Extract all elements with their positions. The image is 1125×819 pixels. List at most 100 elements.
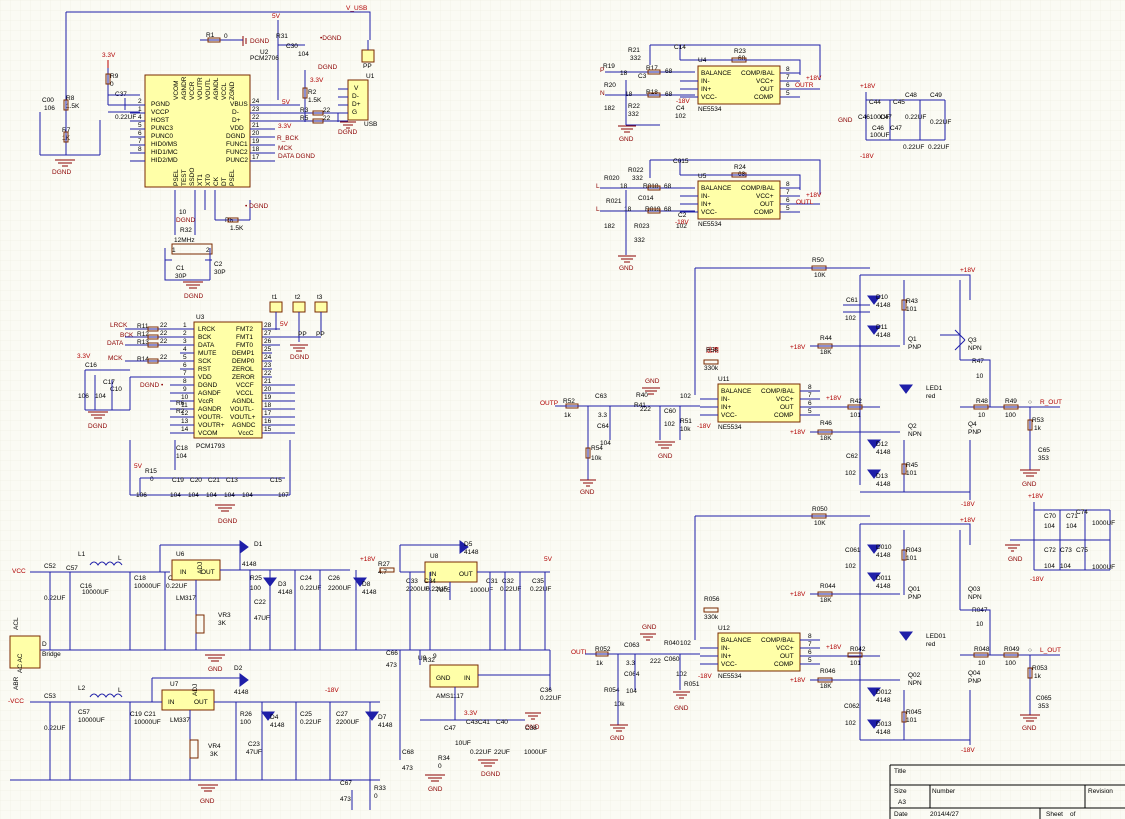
svg-text:3K: 3K bbox=[210, 751, 219, 758]
svg-text:C060: C060 bbox=[664, 656, 680, 663]
svg-text:D13: D13 bbox=[876, 473, 888, 480]
svg-text:D8: D8 bbox=[362, 581, 371, 588]
svg-text:1k: 1k bbox=[1034, 425, 1042, 432]
svg-text:VCC+: VCC+ bbox=[776, 396, 794, 403]
svg-text:C49: C49 bbox=[930, 92, 942, 99]
u2-right-pins: VBUS D- D+ VDD DGND FUNC1 FUNC2 PUNC2 bbox=[226, 101, 248, 164]
u9-chip bbox=[429, 664, 479, 688]
svg-text:R42: R42 bbox=[850, 398, 862, 405]
svg-text:104: 104 bbox=[242, 492, 253, 499]
svg-text:SCK: SCK bbox=[198, 358, 212, 365]
svg-text:C70: C70 bbox=[1044, 513, 1056, 520]
svg-text:104: 104 bbox=[1066, 523, 1077, 530]
u2-top-pins: VCOM AGNDR VCCR VOUTR VOUTL AGNDL VCCL Z… bbox=[173, 76, 236, 100]
u5-chip bbox=[697, 180, 781, 220]
svg-text:7: 7 bbox=[138, 138, 142, 145]
svg-text:Q1: Q1 bbox=[908, 336, 917, 343]
svg-text:BALANCE: BALANCE bbox=[701, 70, 732, 77]
svg-text:C74: C74 bbox=[1076, 509, 1088, 516]
svg-text:2200UF: 2200UF bbox=[406, 586, 429, 593]
svg-text:1: 1 bbox=[183, 322, 187, 329]
svg-text:C72: C72 bbox=[1044, 547, 1056, 554]
minus-vcc-label: -VCC bbox=[8, 698, 24, 705]
svg-text:V: V bbox=[354, 85, 359, 92]
svg-text:AC AC: AC AC bbox=[17, 653, 24, 673]
svg-text:GND: GND bbox=[838, 117, 853, 124]
u4-chip bbox=[697, 65, 781, 105]
svg-text:PSEL: PSEL bbox=[173, 169, 180, 186]
svg-text:C44: C44 bbox=[869, 99, 881, 106]
svg-text:C19: C19 bbox=[130, 711, 142, 718]
svg-text:DT: DT bbox=[221, 177, 228, 186]
svg-text:D011: D011 bbox=[876, 575, 891, 582]
svg-text:GND: GND bbox=[200, 798, 215, 805]
svg-text:ADJ: ADJ bbox=[192, 684, 199, 696]
title-block: Title Size A3 Number Revision Date 2014/… bbox=[889, 764, 1125, 819]
u5-ref: U5 bbox=[698, 173, 707, 180]
svg-text:7: 7 bbox=[786, 74, 790, 81]
svg-text:68: 68 bbox=[665, 68, 673, 75]
svg-text:22: 22 bbox=[252, 114, 260, 121]
svg-text:LRCK: LRCK bbox=[110, 322, 128, 329]
svg-text:AGNDC: AGNDC bbox=[232, 422, 256, 429]
svg-text:VDD: VDD bbox=[198, 374, 212, 381]
svg-text:-18V: -18V bbox=[325, 687, 339, 694]
svg-text:0.22UF: 0.22UF bbox=[166, 583, 187, 590]
svg-text:+18V: +18V bbox=[790, 677, 806, 684]
svg-text:18K: 18K bbox=[820, 349, 832, 356]
svg-text:C30: C30 bbox=[286, 43, 298, 50]
svg-text:+18V: +18V bbox=[826, 395, 842, 402]
svg-text:R32: R32 bbox=[423, 657, 435, 664]
u4-ref: U4 bbox=[698, 57, 707, 64]
svg-text:102: 102 bbox=[676, 223, 687, 230]
svg-text:C71: C71 bbox=[1066, 513, 1078, 520]
svg-text:C20: C20 bbox=[190, 477, 202, 484]
svg-text:0.22UF: 0.22UF bbox=[500, 586, 521, 593]
svg-text:R050: R050 bbox=[812, 506, 828, 513]
svg-text:5: 5 bbox=[183, 354, 187, 361]
svg-text:7: 7 bbox=[183, 370, 187, 377]
svg-text:14: 14 bbox=[181, 426, 189, 433]
svg-text:4148: 4148 bbox=[876, 302, 891, 309]
svg-text:HID0/MS: HID0/MS bbox=[151, 141, 178, 148]
svg-text:R32: R32 bbox=[180, 227, 192, 234]
svg-text:107: 107 bbox=[278, 492, 289, 499]
svg-text:332: 332 bbox=[630, 55, 641, 62]
svg-text:COMP: COMP bbox=[754, 94, 774, 101]
svg-text:0: 0 bbox=[110, 81, 114, 88]
svg-text:IN+: IN+ bbox=[701, 201, 712, 208]
svg-text:BALANCE: BALANCE bbox=[721, 637, 752, 644]
svg-text:L: L bbox=[118, 687, 122, 694]
svg-text:R22: R22 bbox=[628, 103, 640, 110]
svg-text:20: 20 bbox=[252, 130, 260, 137]
svg-text:4148: 4148 bbox=[464, 549, 479, 556]
svg-text:C45: C45 bbox=[893, 99, 905, 106]
svg-text:4148: 4148 bbox=[242, 561, 257, 568]
svg-text:C14: C14 bbox=[674, 44, 686, 51]
svg-text:10: 10 bbox=[179, 209, 187, 216]
svg-text:+18V: +18V bbox=[960, 267, 976, 274]
svg-text:C64: C64 bbox=[597, 423, 609, 430]
u2-chip bbox=[144, 74, 251, 188]
svg-text:18K: 18K bbox=[820, 597, 832, 604]
svg-text:DGND •: DGND • bbox=[140, 382, 164, 389]
svg-text:22: 22 bbox=[160, 354, 168, 361]
svg-text:+18V: +18V bbox=[790, 429, 806, 436]
svg-text:OUTR: OUTR bbox=[795, 82, 814, 89]
svg-text:BALANCE: BALANCE bbox=[701, 185, 732, 192]
svg-text:5V: 5V bbox=[544, 556, 553, 563]
svg-text:C24: C24 bbox=[300, 575, 312, 582]
svg-text:4: 4 bbox=[183, 346, 187, 353]
svg-text:R_BCK: R_BCK bbox=[277, 135, 299, 142]
svg-text:68: 68 bbox=[664, 206, 672, 213]
svg-text:2: 2 bbox=[183, 330, 187, 337]
svg-text:24: 24 bbox=[264, 354, 272, 361]
svg-text:DGND: DGND bbox=[198, 382, 217, 389]
svg-text:5V: 5V bbox=[134, 463, 143, 470]
svg-text:R23: R23 bbox=[734, 48, 746, 55]
svg-text:D012: D012 bbox=[876, 689, 892, 696]
svg-text:104: 104 bbox=[206, 492, 217, 499]
svg-text:COMP: COMP bbox=[754, 209, 774, 216]
outp-label: OUTP bbox=[540, 400, 558, 407]
bridge-rectifier bbox=[9, 635, 41, 669]
